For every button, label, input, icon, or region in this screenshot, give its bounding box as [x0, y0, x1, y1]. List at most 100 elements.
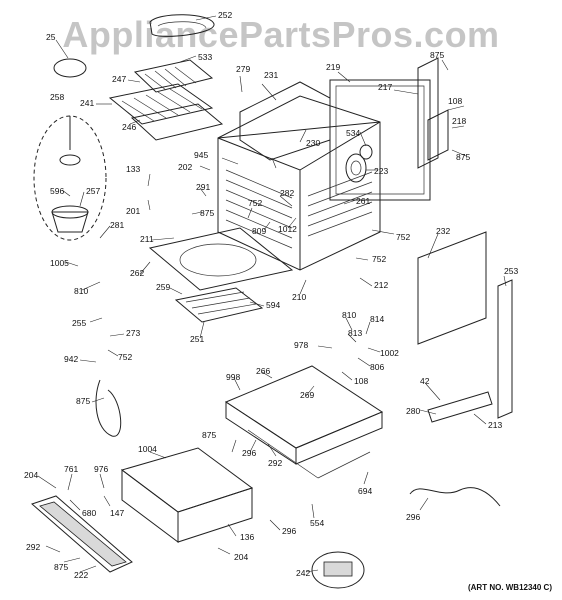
drawer-frame	[224, 365, 384, 479]
part-label: 292	[268, 458, 282, 468]
part-label: 875	[76, 396, 90, 406]
part-label: 147	[110, 508, 124, 518]
part-label: 231	[264, 70, 278, 80]
power-cord	[409, 487, 501, 507]
part-label: 534	[346, 128, 360, 138]
part-label: 213	[488, 420, 502, 430]
part-label: 875	[202, 430, 216, 440]
part-label: 204	[24, 470, 38, 480]
part-label: 809	[252, 226, 266, 236]
part-label: 261	[356, 196, 370, 206]
part-label: 752	[396, 232, 410, 242]
part-label: 266	[256, 366, 270, 376]
part-label: 814	[370, 314, 384, 324]
part-label: 222	[74, 570, 88, 580]
part-label: 752	[118, 352, 132, 362]
oven-cavity	[217, 95, 381, 271]
part-label: 810	[342, 310, 356, 320]
right-rail	[497, 279, 513, 419]
back-panel	[329, 79, 431, 201]
part-label: 296	[406, 512, 420, 522]
part-label: 247	[112, 74, 126, 84]
part-label: 259	[156, 282, 170, 292]
part-label: 212	[374, 280, 388, 290]
part-number-labels: 252 25 533 247 279 231 219 217 875 108 218 875 258 24…	[0, 0, 518, 580]
part-label: 108	[354, 376, 368, 386]
part-label: 25	[46, 32, 56, 42]
part-label: 875	[456, 152, 470, 162]
part-label: 296	[282, 526, 296, 536]
part-label: 945	[194, 150, 208, 160]
part-label: 219	[326, 62, 340, 72]
sensor-cable	[95, 379, 122, 437]
part-label: 752	[248, 198, 262, 208]
part-label: 1005	[50, 258, 69, 268]
drawer-front-panel	[31, 495, 133, 573]
part-label: 998	[226, 372, 240, 382]
part-label: 241	[80, 98, 94, 108]
part-label: 201	[126, 206, 140, 216]
part-label: 252	[218, 10, 232, 20]
rotisserie-assembly	[33, 115, 107, 241]
part-label: 258	[50, 92, 64, 102]
part-label: 1004	[138, 444, 157, 454]
part-label: 257	[86, 186, 100, 196]
leveling-leg-detail	[311, 551, 365, 589]
art-number: (ART NO. WB12340 C)	[467, 583, 552, 592]
part-label: 136	[240, 532, 254, 542]
part-label: 594	[266, 300, 280, 310]
part-label: 806	[370, 362, 384, 372]
part-label: 218	[452, 116, 466, 126]
part-label: 223	[374, 166, 388, 176]
broil-pan	[130, 103, 224, 141]
bottom-bracket	[427, 391, 493, 423]
part-label: 246	[122, 122, 136, 132]
convection-fan	[345, 144, 373, 183]
part-label: 296	[242, 448, 256, 458]
part-label: 133	[126, 164, 140, 174]
top-panel	[239, 81, 331, 161]
part-label: 1002	[380, 348, 399, 358]
broil-element	[149, 14, 215, 37]
part-label: 978	[294, 340, 308, 350]
part-label: 108	[448, 96, 462, 106]
part-label: 533	[198, 52, 212, 62]
oven-door	[148, 227, 294, 291]
part-label: 202	[178, 162, 192, 172]
part-label: 268	[0, 0, 14, 2]
part-label: 253	[504, 266, 518, 276]
storage-drawer	[120, 447, 254, 543]
leader-lines	[37, 15, 507, 573]
gasket-ring	[53, 58, 87, 78]
part-label: 761	[64, 464, 78, 474]
part-label: 242	[296, 568, 310, 578]
part-label: 942	[64, 354, 78, 364]
part-label: 1012	[278, 224, 297, 234]
part-label: 554	[310, 518, 324, 528]
part-label: 280	[406, 406, 420, 416]
part-label: 232	[436, 226, 450, 236]
part-label: 211	[140, 234, 154, 244]
part-label: 279	[236, 64, 250, 74]
oven-rack-upper	[133, 59, 214, 93]
part-label: 875	[200, 208, 214, 218]
part-label: 210	[292, 292, 306, 302]
part-label: 752	[372, 254, 386, 264]
part-label: 42	[420, 376, 430, 386]
part-label: 680	[82, 508, 96, 518]
part-label: 976	[94, 464, 108, 474]
part-label: 813	[348, 328, 362, 338]
part-label: 217	[378, 82, 392, 92]
part-label: 875	[430, 50, 444, 60]
part-label: 292	[26, 542, 40, 552]
part-label: 251	[190, 334, 204, 344]
part-label: 694	[358, 486, 372, 496]
part-label: 230	[306, 138, 320, 148]
part-label: 875	[54, 562, 68, 572]
right-bracket	[417, 57, 449, 169]
part-label: 204	[234, 552, 248, 562]
part-label: 281	[110, 220, 124, 230]
part-label: 596	[50, 186, 64, 196]
oven-rack-lower	[108, 83, 214, 125]
